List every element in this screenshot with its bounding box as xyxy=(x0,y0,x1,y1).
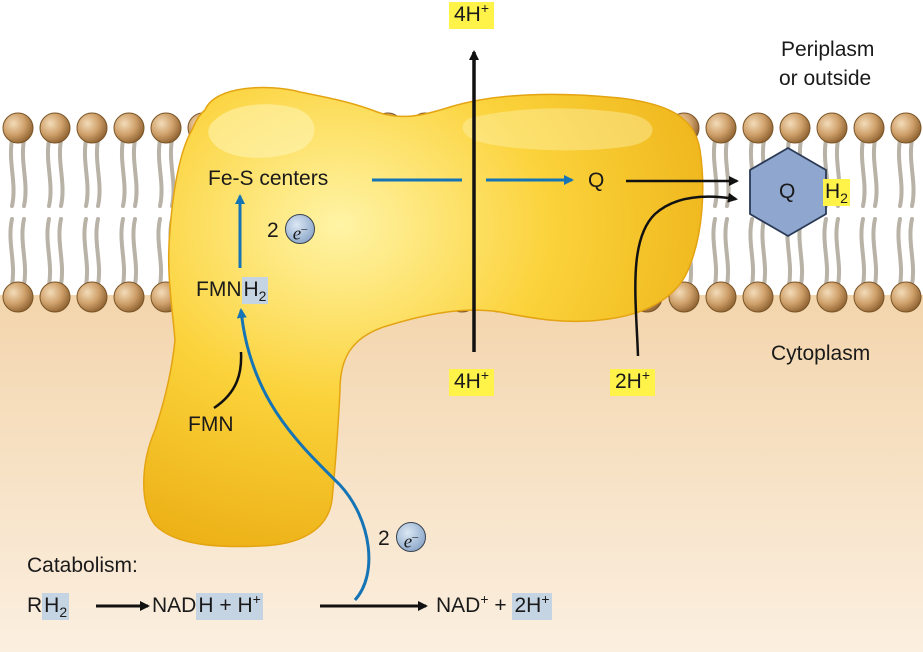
lipid-tail xyxy=(822,217,830,287)
proton-uptake-arrow xyxy=(634,192,738,357)
electron-count-lower: 2 xyxy=(378,527,390,550)
lipid-tail xyxy=(94,138,102,208)
lipid-tail xyxy=(57,138,65,208)
protons-out-label: 4H+ xyxy=(449,1,495,29)
lipid-tail xyxy=(859,217,867,287)
lipid-head xyxy=(113,112,145,144)
lipid-tail xyxy=(896,217,904,287)
lipid-head xyxy=(742,281,774,313)
lipid-head xyxy=(2,112,34,144)
lipid-tail xyxy=(908,138,916,208)
quinol-hexagon xyxy=(749,146,827,238)
protons-uptake-label: 2H+ xyxy=(610,368,656,396)
lipid-tail xyxy=(711,138,719,208)
lipid-head xyxy=(2,281,34,313)
periplasm-label: Periplasm xyxy=(781,38,875,61)
fmn-label: FMN xyxy=(188,413,234,436)
lipid-head xyxy=(39,112,71,144)
protein-complex xyxy=(143,86,704,548)
lipid-head xyxy=(705,281,737,313)
electron-arrow-nadh-fmnh2 xyxy=(236,308,371,602)
lipid-tail xyxy=(45,138,53,208)
lipid-head xyxy=(779,281,811,313)
lipid-tail xyxy=(859,138,867,208)
catabolism-title: Catabolism: xyxy=(27,554,138,577)
lipid-tail xyxy=(8,217,16,287)
quinol-ring-label: Q xyxy=(779,180,796,203)
lipid-head xyxy=(39,281,71,313)
cytoplasm-label: Cytoplasm xyxy=(771,342,871,365)
fmn-arrow xyxy=(213,351,243,410)
lipid-tail xyxy=(20,138,28,208)
lipid-tail xyxy=(131,138,139,208)
lipid-tail xyxy=(723,138,731,208)
lipid-head xyxy=(705,112,737,144)
lipid-tail xyxy=(131,217,139,287)
lipid-tail xyxy=(94,217,102,287)
nad-products-label: NAD+ + 2H+ xyxy=(436,592,552,620)
lipid-tail xyxy=(20,217,28,287)
lipid-tail xyxy=(908,217,916,287)
fmnh2-label: FMNH2 xyxy=(196,277,269,305)
protein-highlight xyxy=(208,104,315,158)
quinone-label: Q xyxy=(588,169,605,192)
nadh-label: NADH + H+ xyxy=(152,592,263,620)
lipid-head xyxy=(779,112,811,144)
lipid-tail xyxy=(896,138,904,208)
lipid-tail xyxy=(871,217,879,287)
lipid-tail xyxy=(119,138,127,208)
lipid-head xyxy=(816,112,848,144)
lipid-tail xyxy=(57,217,65,287)
lipid-tail xyxy=(760,217,768,287)
lipid-tail xyxy=(748,217,756,287)
lipid-tail xyxy=(156,217,164,287)
quinol-h2-label: H2 xyxy=(823,179,850,207)
lipid-tail xyxy=(723,217,731,287)
lipid-head xyxy=(668,281,700,313)
protein-highlight-right xyxy=(462,108,653,151)
lipid-tail xyxy=(119,217,127,287)
fes-centers-label: Fe-S centers xyxy=(208,167,329,190)
lipid-head xyxy=(76,112,108,144)
electron-icon-lower: e– xyxy=(396,522,426,552)
lipid-tail xyxy=(871,138,879,208)
protons-in-label: 4H+ xyxy=(449,368,495,396)
lipid-tail xyxy=(711,217,719,287)
lipid-head xyxy=(853,281,885,313)
lipid-head xyxy=(853,112,885,144)
rh2-label: RH2 xyxy=(27,593,70,621)
lipid-head xyxy=(890,281,922,313)
lipid-head xyxy=(76,281,108,313)
lipid-tail xyxy=(45,217,53,287)
lipid-tail xyxy=(156,138,164,208)
lipid-tail xyxy=(82,217,90,287)
lipid-head xyxy=(113,281,145,313)
lipid-tail xyxy=(834,217,842,287)
lipid-head xyxy=(816,281,848,313)
electron-icon-upper: e– xyxy=(285,214,315,244)
periplasm-label-line2: or outside xyxy=(779,67,872,90)
lipid-head xyxy=(150,112,182,144)
lipid-tail xyxy=(8,138,16,208)
lipid-head xyxy=(742,112,774,144)
electron-count-upper: 2 xyxy=(267,219,279,242)
lipid-tail xyxy=(82,138,90,208)
lipid-head xyxy=(890,112,922,144)
